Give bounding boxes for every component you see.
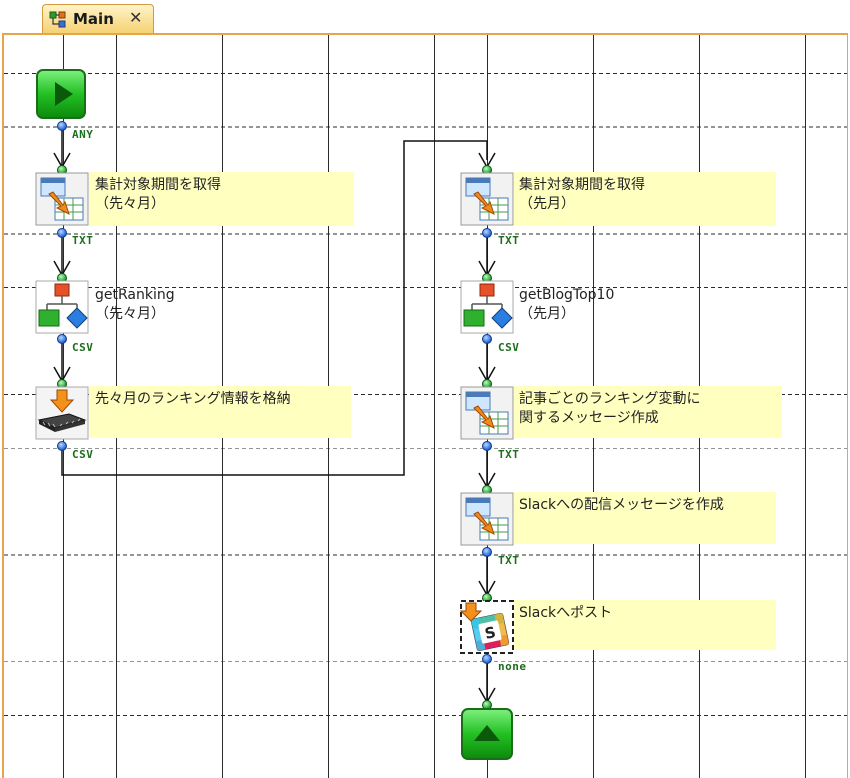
out-port-left-2: [57, 334, 67, 344]
memory-store-icon: [35, 386, 89, 440]
end-node[interactable]: [460, 707, 514, 761]
label-n5: getBlogTop10 （先月）: [519, 287, 615, 322]
out-port-right-4: [482, 654, 492, 664]
port-label-n4: TXT: [498, 234, 520, 247]
port-label-n8: none: [498, 660, 527, 673]
flow-icon: [49, 11, 66, 28]
out-port-left-0: [57, 121, 67, 131]
tab-title: Main: [73, 10, 114, 28]
node-store-ranking[interactable]: [35, 386, 89, 440]
note-n6: [514, 386, 782, 438]
node-get-period-prev1[interactable]: [460, 172, 514, 226]
data-transform-icon: [460, 386, 514, 440]
out-port-right-2: [482, 441, 492, 451]
label-n2: getRanking （先々月）: [95, 287, 175, 322]
port-label-start: ANY: [72, 128, 94, 141]
note-n8: [514, 600, 776, 650]
label-n8: Slackへポスト: [519, 605, 613, 621]
port-label-n6: TXT: [498, 448, 520, 461]
close-icon[interactable]: ✕: [129, 8, 143, 27]
data-transform-icon: [460, 172, 514, 226]
data-transform-icon: [35, 172, 89, 226]
slack-icon: S: [460, 600, 514, 654]
label-n7: Slackへの配信メッセージを作成: [519, 497, 724, 513]
note-n3: [89, 386, 351, 438]
node-get-ranking[interactable]: [35, 280, 89, 334]
process-tree-icon: [460, 280, 514, 334]
node-get-blog-top10[interactable]: [460, 280, 514, 334]
out-port-right-1: [482, 334, 492, 344]
svg-text:S: S: [483, 623, 497, 643]
out-port-right-3: [482, 547, 492, 557]
label-n6: 記事ごとのランキング変動に 関するメッセージ作成: [519, 391, 701, 426]
process-tree-icon: [35, 280, 89, 334]
note-n7: [514, 492, 776, 544]
stop-icon: [461, 708, 513, 760]
start-node[interactable]: [35, 68, 89, 122]
node-create-change-message[interactable]: [460, 386, 514, 440]
play-icon: [36, 69, 86, 119]
note-n1: [89, 172, 354, 226]
label-n4: 集計対象期間を取得 （先月）: [519, 177, 645, 212]
port-label-n7: TXT: [498, 554, 520, 567]
port-label-n5: CSV: [498, 341, 520, 354]
out-port-right-0: [482, 228, 492, 238]
data-transform-icon: [460, 492, 514, 546]
port-label-n3: CSV: [72, 448, 94, 461]
node-slack-post[interactable]: S: [460, 600, 514, 654]
tab-main[interactable]: Main ✕: [42, 4, 154, 34]
out-port-left-3: [57, 441, 67, 451]
port-label-n2: CSV: [72, 341, 94, 354]
port-label-n1: TXT: [72, 234, 94, 247]
label-n1: 集計対象期間を取得 （先々月）: [95, 177, 221, 212]
label-n3: 先々月のランキング情報を格納: [95, 391, 291, 407]
node-get-period-prev2[interactable]: [35, 172, 89, 226]
node-create-slack-message[interactable]: [460, 492, 514, 546]
out-port-left-1: [57, 228, 67, 238]
tab-bar: Main ✕: [0, 0, 850, 34]
note-n4: [514, 172, 776, 226]
edge-cross: [61, 140, 488, 476]
